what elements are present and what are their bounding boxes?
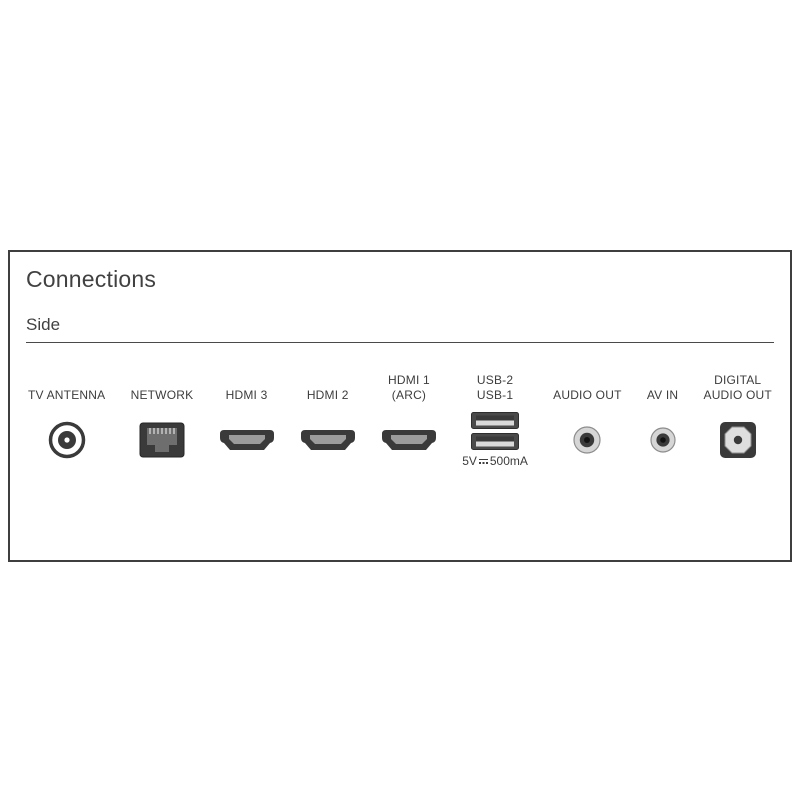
connector-usb: USB-2 USB-1 [462, 369, 528, 471]
connector-hdmi-1-arc: HDMI 1 (ARC) [381, 369, 437, 471]
hdmi-port-icon [219, 409, 275, 471]
usb-ports-icon: 5V 500mA [462, 409, 528, 471]
connector-label-line2: (ARC) [391, 388, 427, 402]
minijack-port-icon [573, 409, 601, 471]
connector-label-line2: USB-1 [476, 388, 514, 402]
connector-label: HDMI 1 (ARC) [388, 369, 430, 403]
connector-label-line1: HDMI 1 [388, 373, 430, 387]
connector-label-text: HDMI 3 [225, 388, 268, 402]
connector-label-text: AUDIO OUT [553, 388, 622, 402]
usb-port-icon [471, 433, 520, 450]
connector-label: NETWORK [131, 369, 194, 403]
connector-label-text: HDMI 2 [306, 388, 349, 402]
section-title: Side [26, 315, 61, 334]
connector-label: USB-2 USB-1 [477, 369, 513, 403]
connector-label-line1: DIGITAL [714, 373, 762, 387]
connector-network: NETWORK [131, 369, 194, 471]
page-title: Connections [26, 266, 157, 292]
usb-port-stack [471, 412, 520, 450]
connector-label: AV IN [647, 369, 678, 403]
connector-label: HDMI 3 [226, 369, 268, 403]
connector-digital-audio-out: DIGITAL AUDIO OUT [703, 369, 772, 471]
optical-toslink-icon [719, 409, 757, 471]
connectors-row: TV ANTENNA NETWORK [26, 369, 774, 471]
connector-label-line2: AUDIO OUT [703, 388, 772, 402]
dc-current-icon [478, 458, 488, 464]
usb-power-rating: 5V 500mA [462, 454, 528, 468]
connector-label: DIGITAL AUDIO OUT [703, 369, 771, 403]
connector-tv-antenna: TV ANTENNA [28, 369, 105, 471]
minijack-port-icon [649, 409, 676, 471]
hdmi-port-icon [381, 409, 437, 471]
connector-label: HDMI 2 [307, 369, 349, 403]
usb-port-icon [471, 412, 520, 429]
section-divider [26, 342, 774, 343]
connector-label: AUDIO OUT [553, 369, 621, 403]
ethernet-port-icon [139, 409, 185, 471]
connector-label-text: TV ANTENNA [28, 388, 106, 402]
hdmi-port-icon [300, 409, 356, 471]
usb-power-current: 500mA [489, 454, 528, 468]
connector-label-text: AV IN [646, 388, 679, 402]
connector-av-in: AV IN [647, 369, 678, 471]
coax-antenna-icon [47, 409, 87, 471]
connector-audio-out: AUDIO OUT [553, 369, 621, 471]
connector-label-text: NETWORK [130, 388, 194, 402]
usb-power-voltage: 5V [462, 454, 477, 468]
connector-hdmi-2: HDMI 2 [300, 369, 356, 471]
connector-hdmi-3: HDMI 3 [219, 369, 275, 471]
connector-label-line1: USB-2 [476, 373, 514, 387]
connections-panel: Connections Side TV ANTENNA [8, 250, 792, 562]
connector-label: TV ANTENNA [28, 369, 105, 403]
